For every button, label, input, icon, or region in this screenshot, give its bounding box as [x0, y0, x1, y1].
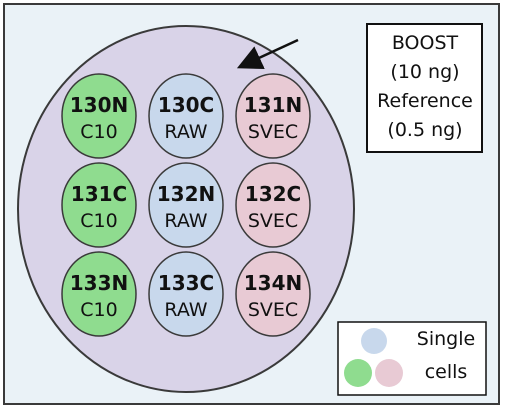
well-sample-label: C10	[80, 299, 117, 321]
well-circle	[148, 251, 224, 337]
well-131n: 131N SVEC	[235, 73, 311, 159]
well-130c: 130C RAW	[148, 73, 224, 159]
well-channel-label: 131N	[244, 93, 303, 117]
well-circle	[235, 162, 311, 248]
well-130n: 130N C10	[61, 73, 137, 159]
well-channel-label: 133N	[70, 271, 129, 295]
well-133c: 133C RAW	[148, 251, 224, 337]
well-132n: 132N RAW	[148, 162, 224, 248]
well-131c: 131C C10	[61, 162, 137, 248]
well-sample-label: RAW	[164, 210, 207, 232]
well-channel-label: 133C	[158, 271, 214, 295]
legend-line-2: cells	[425, 361, 468, 383]
boost-line-2: (10 ng)	[390, 61, 459, 83]
well-channel-label: 131C	[71, 182, 127, 206]
boost-line-3: Reference	[377, 90, 473, 112]
well-circle	[61, 162, 137, 248]
well-134n: 134N SVEC	[235, 251, 311, 337]
legend-line-1: Single	[417, 328, 475, 350]
boost-reference-box: BOOST (10 ng) Reference (0.5 ng)	[366, 23, 483, 153]
well-132c: 132C SVEC	[235, 162, 311, 248]
legend-svec-dot	[375, 359, 403, 387]
well-channel-label: 130C	[158, 93, 214, 117]
wells-grid: 130N C10 130C RAW 131N SVEC 131C C10 132N RAW 132C…	[61, 73, 311, 337]
legend-c10-dot	[344, 359, 372, 387]
well-circle	[148, 73, 224, 159]
well-circle	[235, 251, 311, 337]
legend-raw-dot	[361, 328, 387, 354]
single-cells-legend: Single cells	[337, 321, 487, 396]
well-sample-label: RAW	[164, 299, 207, 321]
well-sample-label: C10	[80, 121, 117, 143]
well-circle	[61, 73, 137, 159]
well-133n: 133N C10	[61, 251, 137, 337]
boost-arrow	[236, 38, 299, 70]
boost-line-1: BOOST	[392, 32, 459, 54]
well-channel-label: 132C	[245, 182, 301, 206]
well-channel-label: 132N	[157, 182, 216, 206]
well-circle	[61, 251, 137, 337]
well-channel-label: 130N	[70, 93, 129, 117]
well-sample-label: SVEC	[248, 210, 298, 232]
well-sample-label: RAW	[164, 121, 207, 143]
well-circle	[148, 162, 224, 248]
well-channel-label: 134N	[244, 271, 303, 295]
boost-line-4: (0.5 ng)	[387, 119, 462, 141]
well-sample-label: SVEC	[248, 121, 298, 143]
well-sample-label: SVEC	[248, 299, 298, 321]
well-sample-label: C10	[80, 210, 117, 232]
well-circle	[235, 73, 311, 159]
